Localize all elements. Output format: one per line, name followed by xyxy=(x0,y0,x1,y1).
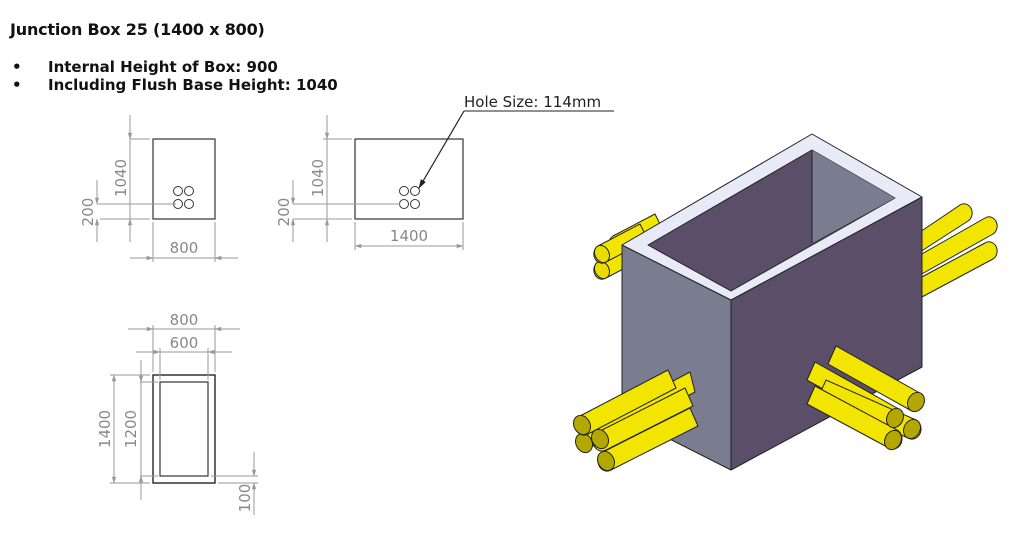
plan-view-outer-width-label: 800 xyxy=(170,311,199,329)
plan-view xyxy=(110,325,258,515)
plan-view-wall-label: 100 xyxy=(236,484,254,513)
hole-size-callout: Hole Size: 114mm xyxy=(418,93,614,189)
hole-size-label: Hole Size: 114mm xyxy=(464,93,601,111)
end-view-height-label: 1040 xyxy=(112,159,130,197)
hole-group-icon xyxy=(399,186,420,209)
end-view-hole-height-label: 200 xyxy=(79,198,97,227)
pipe-group-front-right-icon xyxy=(806,345,925,451)
hole-group-icon xyxy=(173,186,194,209)
end-view-width-label: 800 xyxy=(170,239,199,257)
pipe-group-back-right-icon xyxy=(919,203,998,299)
spec-flush-base-height: •Including Flush Base Height: 1040 xyxy=(12,76,338,94)
spec-internal-height: •Internal Height of Box: 900 xyxy=(12,58,278,76)
plan-view-inner-length-label: 1200 xyxy=(122,410,140,448)
plan-view-inner-width-label: 600 xyxy=(170,334,199,352)
side-view-height-label: 1040 xyxy=(309,159,327,197)
side-view-hole-height-label: 200 xyxy=(275,198,293,227)
isometric-junction-box xyxy=(573,133,998,472)
side-view-width-label: 1400 xyxy=(390,227,428,245)
plan-view-outer-length-label: 1400 xyxy=(96,410,114,448)
pipe-group-front-left-icon xyxy=(573,369,699,472)
spec-list: •Internal Height of Box: 900 •Including … xyxy=(10,58,338,94)
end-view xyxy=(94,115,238,262)
bullet-icon: • xyxy=(12,58,22,76)
page-title: Junction Box 25 (1400 x 800) xyxy=(10,20,265,39)
side-view xyxy=(290,115,464,250)
bullet-icon: • xyxy=(12,76,22,94)
